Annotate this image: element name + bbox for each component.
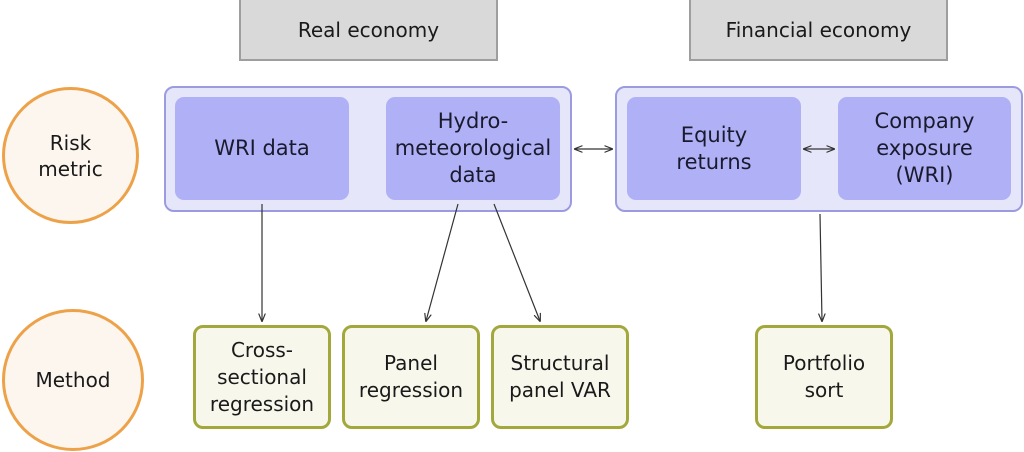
hydro-meteorological-data: Hydro- meteorological data <box>386 97 560 200</box>
structural-panel-var: Structural panel VAR <box>491 325 629 429</box>
company-exposure: Company exposure (WRI) <box>838 97 1011 200</box>
risk-metric-circle: Risk metric <box>2 87 139 224</box>
real-economy-header: Real economy <box>239 0 498 61</box>
arrow-hydro-to-structural <box>493 203 540 321</box>
panel-regression: Panel regression <box>342 325 480 429</box>
cross-sectional-regression: Cross- sectional regression <box>193 325 331 429</box>
method-circle: Method <box>2 309 144 451</box>
arrow-company-exposure-to-portfolio <box>820 213 822 321</box>
financial-economy-header: Financial economy <box>689 0 948 61</box>
equity-returns: Equity returns <box>627 97 801 200</box>
portfolio-sort: Portfolio sort <box>755 325 893 429</box>
wri-data: WRI data <box>175 97 349 200</box>
arrow-hydro-to-panel <box>426 203 459 321</box>
